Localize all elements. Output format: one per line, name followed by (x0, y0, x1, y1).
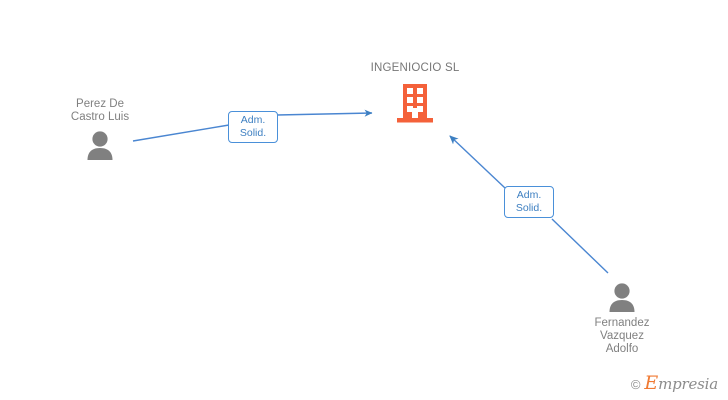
edge-label-adm-solid-perez[interactable]: Adm. Solid. (228, 111, 278, 143)
copyright-icon: © (630, 377, 641, 392)
person-avatar-icon[interactable] (606, 282, 638, 312)
edge-line-fernandez-upper (449, 135, 506, 189)
company-node-ingeniocio-sl[interactable]: INGENIOCIO SL (330, 62, 500, 124)
person-name-label: Fernandez Vazquez Adolfo (594, 317, 650, 355)
company-name-label: INGENIOCIO SL (370, 62, 460, 74)
edge-label-adm-solid-fernandez[interactable]: Adm. Solid. (504, 186, 554, 218)
edge-line-fernandez-lower (551, 218, 609, 274)
person-node-perez-de-castro-luis[interactable]: Perez De Castro Luis (30, 98, 170, 160)
person-name-label: Perez De Castro Luis (70, 98, 130, 123)
empresia-brand-rest: mpresia (658, 375, 718, 393)
empresia-brand-initial: E (644, 372, 659, 394)
empresia-brand-label: Empresia (644, 372, 718, 394)
empresia-watermark: © Empresia (631, 372, 718, 394)
edge-line-perez-right (276, 109, 373, 117)
company-building-icon[interactable] (396, 82, 434, 124)
person-avatar-icon[interactable] (84, 130, 116, 160)
edge-line-perez-left (132, 124, 230, 142)
person-node-fernandez-vazquez-adolfo[interactable]: Fernandez Vazquez Adolfo (552, 282, 692, 356)
